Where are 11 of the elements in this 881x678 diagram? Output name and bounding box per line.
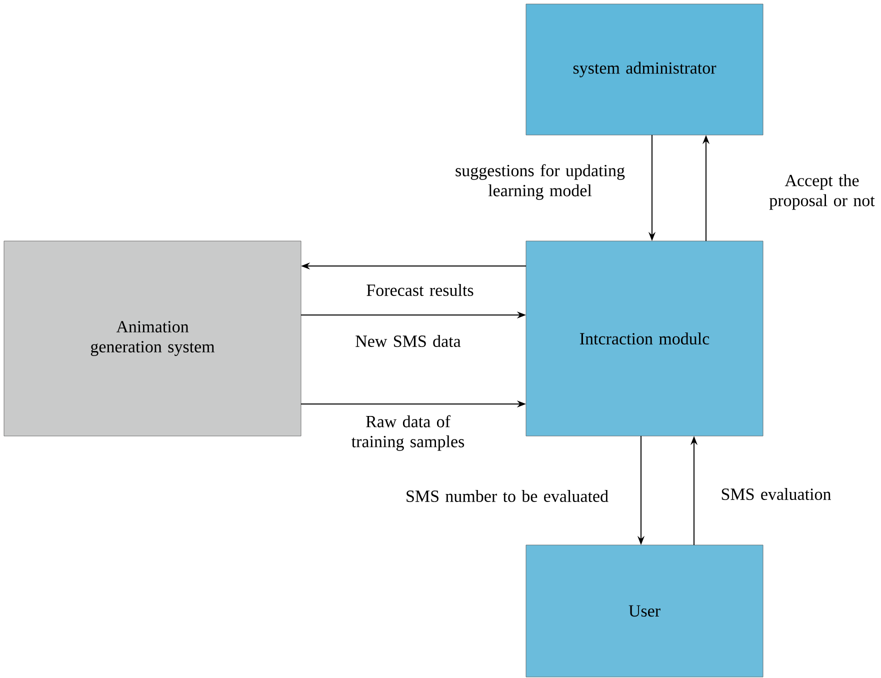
edge-label: SMS evaluation (722, 488, 831, 500)
process-box: system administrator (526, 4, 764, 136)
edge-label: Accept the proposal or not (769, 174, 875, 210)
process-box: User (526, 544, 764, 678)
edge-label: suggestions for updating learning model (456, 164, 625, 200)
process-box: Intcraction modulc (526, 240, 764, 436)
process-box: Animation generation system (4, 240, 302, 436)
edge-label: SMS number to be evaluated (406, 490, 608, 502)
edge-label: Raw data of training samples (352, 415, 464, 451)
edge-label: New SMS data (356, 335, 461, 347)
edge-label: Forecast results (366, 284, 474, 296)
